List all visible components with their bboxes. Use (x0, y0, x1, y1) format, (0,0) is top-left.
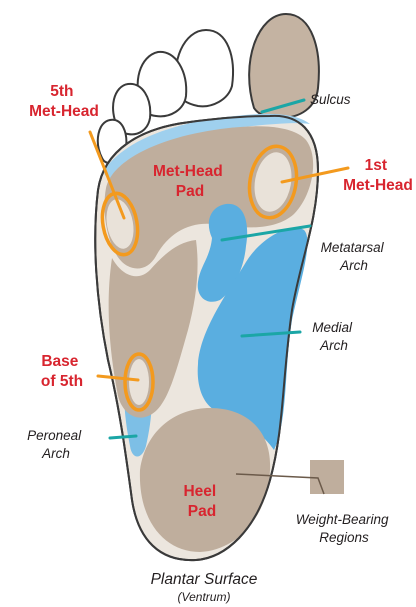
fifth-met-head-label-line2: Met-Head (29, 103, 99, 120)
met-head-pad-label-line1: Met-Head (153, 163, 223, 180)
first-met-head-label-line2: Met-Head (343, 177, 413, 194)
met-head-pad-label-line2: Pad (176, 183, 204, 200)
medial-arch-label-line1: Medial (312, 320, 353, 335)
weight-bearing-regions-label: Weight-Bearing Regions (296, 512, 393, 545)
metatarsal-arch-label-line1: Metatarsal (321, 240, 385, 255)
caption-title: Plantar Surface (151, 571, 258, 588)
great-toe (249, 14, 319, 118)
metatarsal-arch-label: Metatarsal Arch (321, 240, 388, 273)
base-of-fifth-label: Base of 5th (41, 353, 83, 390)
weight-bearing-regions-label-line2: Regions (319, 530, 369, 545)
first-met-head-label-line1: 1st (365, 157, 387, 174)
heel-pad-label-line1: Heel (183, 483, 216, 500)
peroneal-arch-label-line2: Arch (41, 446, 70, 461)
fifth-met-head-label-line1: 5th (50, 83, 73, 100)
sulcus-label: Sulcus (310, 92, 351, 107)
first-met-head-label: 1st Met-Head (343, 157, 413, 194)
peroneal-arch-label-line1: Peroneal (27, 428, 82, 443)
leader-peroneal-arch (110, 436, 136, 438)
weight-bearing-swatch (310, 460, 344, 494)
fifth-met-head-label: 5th Met-Head (29, 83, 99, 120)
heel-pad-region (140, 408, 270, 552)
heel-pad-label-line2: Pad (188, 503, 216, 520)
weight-bearing-regions-label-line1: Weight-Bearing (296, 512, 389, 527)
base-of-fifth-label-line2: of 5th (41, 373, 83, 390)
medial-arch-label-line2: Arch (319, 338, 348, 353)
caption-subtitle: (Ventrum) (178, 590, 231, 604)
metatarsal-arch-label-line2: Arch (339, 258, 368, 273)
peroneal-arch-label: Peroneal Arch (27, 428, 85, 461)
base-of-fifth-prominence (129, 359, 149, 405)
medial-arch-label: Medial Arch (312, 320, 356, 353)
base-of-fifth-label-line1: Base (41, 353, 78, 370)
